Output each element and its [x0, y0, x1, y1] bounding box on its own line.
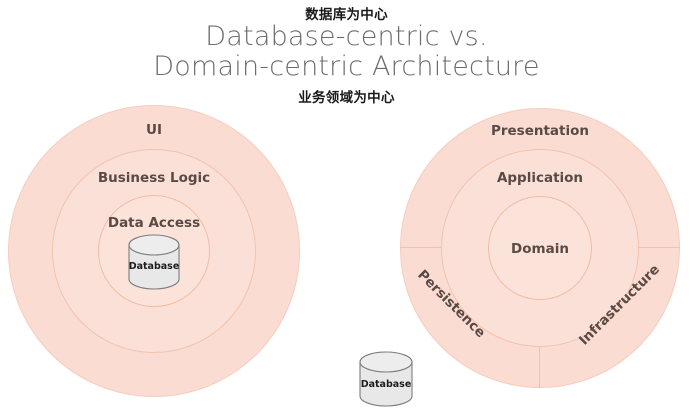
diagram-database-centric: UI Business Logic Data Access Database D… — [8, 105, 300, 397]
database-cylinder-external-label: Database — [361, 379, 412, 390]
database-cylinder-external[interactable]: Database Database — [356, 350, 416, 408]
database-cylinder-inner-label: Database — [129, 261, 180, 272]
ring-domain[interactable] — [488, 196, 592, 300]
diagram-domain-centric: Presentation Application Domain Persiste… — [400, 108, 680, 388]
page-title: Database-centric vs. Domain-centric Arch… — [153, 21, 540, 83]
annotation-database-centric: 数据库为中心 — [305, 7, 388, 23]
database-external-text: Database — [356, 408, 357, 409]
database-cylinder-inner[interactable]: Database Database — [125, 234, 183, 290]
annotation-domain-centric: 业务领域为中心 — [298, 90, 395, 106]
